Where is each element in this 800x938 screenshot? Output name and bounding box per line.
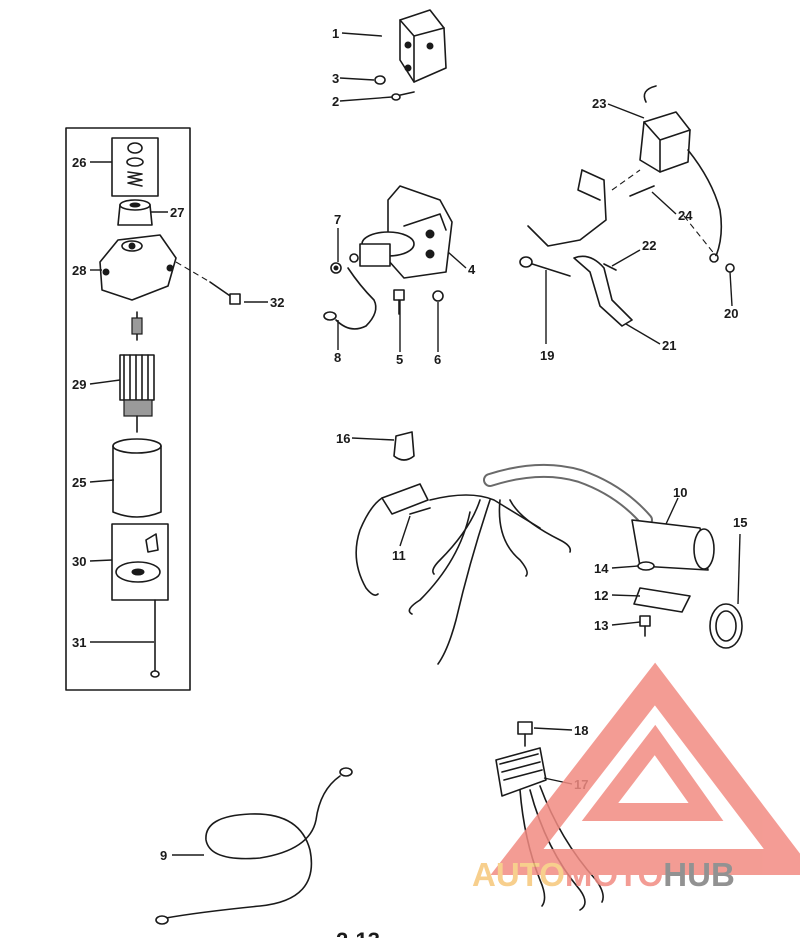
part-25-frame [112, 445, 162, 518]
part-17-regulator [495, 747, 547, 797]
callout-18: 18 [574, 723, 588, 738]
callout-14: 14 [594, 561, 609, 576]
part-12-clip [633, 587, 691, 613]
part-24-screw [629, 185, 655, 197]
part-26-box [111, 137, 159, 197]
callout-19: 19 [540, 348, 554, 363]
part-30-box [111, 523, 169, 601]
callout-21: 21 [662, 338, 676, 353]
part-bracket [527, 169, 607, 247]
callout-27: 27 [170, 205, 184, 220]
regulator-group [495, 721, 604, 911]
callout-26: 26 [72, 155, 86, 170]
battery-cable-group [155, 767, 353, 925]
callout-10: 10 [673, 485, 687, 500]
callout-22: 22 [642, 238, 656, 253]
part-10-connector [631, 519, 709, 571]
part-13-screw [639, 615, 651, 627]
callout-6: 6 [434, 352, 441, 367]
part-6-nut [432, 290, 444, 302]
callout-4: 4 [468, 262, 476, 277]
part-15-clamp [709, 603, 743, 649]
watermark-text: AUTOMOTOHUB [472, 856, 735, 893]
callout-7: 7 [334, 212, 341, 227]
callout-5: 5 [396, 352, 403, 367]
part-16-clamp [393, 431, 415, 461]
part-19-pin [525, 261, 571, 277]
part-8-lead [335, 267, 377, 330]
leader-lines [89, 32, 741, 856]
wiring-harness-group [355, 431, 743, 665]
callout-24: 24 [678, 208, 693, 223]
page-number: 2-13 [336, 928, 380, 938]
part-22-clip [603, 263, 617, 271]
part-25-frame-top [112, 438, 162, 454]
part-5-screw [393, 289, 405, 301]
part-harness-plug [381, 483, 429, 515]
relay-top-group [374, 9, 447, 101]
part-3-washer [374, 75, 386, 85]
part-1-relay [399, 9, 447, 83]
watermark-inner-triangle-icon [581, 724, 724, 821]
callout-20: 20 [724, 306, 738, 321]
part-29-armature [119, 354, 155, 401]
watermark-logo: AUTOMOTOHUB [472, 662, 800, 893]
callout-13: 13 [594, 618, 608, 633]
callout-1: 1 [332, 26, 339, 41]
part-9-cable [165, 775, 341, 919]
callout-2: 2 [332, 94, 339, 109]
part-18-screw [517, 721, 533, 735]
callout-32: 32 [270, 295, 284, 310]
bracket-group [519, 85, 735, 327]
callout-29: 29 [72, 377, 86, 392]
solenoid-group [323, 185, 453, 330]
callout-28: 28 [72, 263, 86, 278]
callout-16: 16 [336, 431, 350, 446]
watermark-triangle-icon [490, 662, 800, 875]
part-11-fuse [409, 507, 431, 515]
callout-12: 12 [594, 588, 608, 603]
callout-3: 3 [332, 71, 339, 86]
part-28-bracket [99, 234, 177, 301]
callout-23: 23 [592, 96, 606, 111]
callout-9: 9 [160, 848, 167, 863]
starter-group-frame [65, 127, 191, 691]
part-20-screw [725, 263, 735, 273]
callout-15: 15 [733, 515, 747, 530]
part-26-spring [127, 171, 143, 187]
callout-30: 30 [72, 554, 86, 569]
part-21-lever [573, 255, 633, 327]
callout-25: 25 [72, 475, 86, 490]
starter-motor-group [65, 127, 241, 691]
callout-31: 31 [72, 635, 86, 650]
part-14-washer [637, 561, 655, 571]
callout-11: 11 [392, 548, 406, 563]
part-23-relay [639, 111, 691, 173]
callout-8: 8 [334, 350, 341, 365]
